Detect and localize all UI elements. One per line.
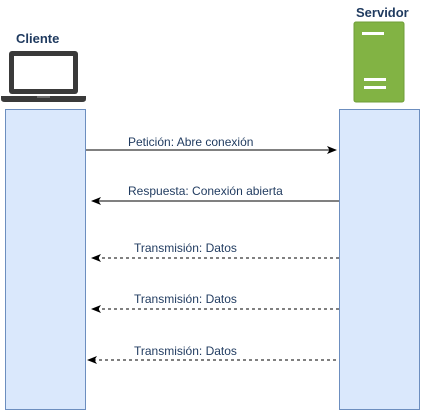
message-label-data-2: Transmisión: Datos (134, 292, 237, 306)
message-label-data-1: Transmisión: Datos (134, 241, 237, 255)
client-label: Cliente (16, 31, 60, 46)
server-icon (353, 21, 405, 103)
message-label-request: Petición: Abre conexión (128, 135, 254, 149)
client-lifeline (5, 109, 86, 410)
laptop-icon (1, 51, 86, 102)
server-label: Servidor (356, 5, 409, 20)
message-label-data-3: Transmisión: Datos (134, 344, 237, 358)
server-lifeline (339, 109, 420, 410)
message-label-response: Respuesta: Conexión abierta (128, 184, 283, 198)
